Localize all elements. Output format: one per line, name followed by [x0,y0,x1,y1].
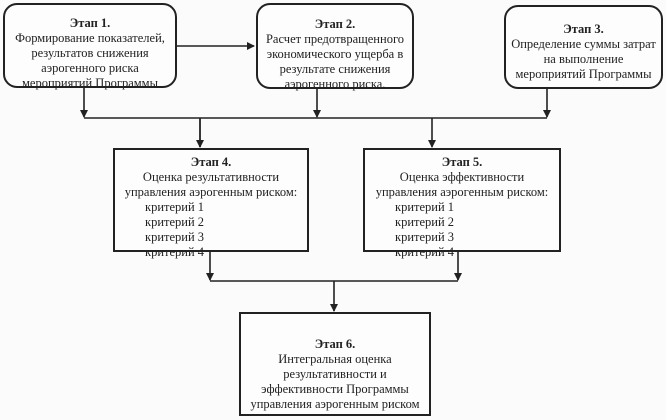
stage-6-box: Этап 6. Интегральная оценка результативн… [239,312,431,416]
stage-5-title: Этап 5. [441,155,483,169]
criterion: критерий 3 [145,230,205,244]
stage-6-line: управления аэрогенным риском [250,397,420,411]
stage-6-line: Интегральная оценка [278,352,392,366]
stage-4-criteria: критерий 1 критерий 2 критерий 3 критери… [115,200,307,260]
stage-2-line: результате снижения [279,62,391,76]
stage-2-line: Расчет предотвращенного [265,32,405,46]
stage-6-title: Этап 6. [314,337,356,351]
stage-1-box: Этап 1. Формирование показателей, резуль… [3,3,177,90]
criterion: критерий 2 [395,215,455,229]
criterion: критерий 1 [145,200,205,214]
stage-1-line: Формирование показателей, [15,31,165,45]
stage-5-criteria: критерий 1 критерий 2 критерий 3 критери… [365,200,559,260]
stage-4-title: Этап 4. [190,155,232,169]
stage-5-line: Оценка эффективности [399,170,525,184]
criterion: критерий 1 [395,200,455,214]
stage-1-line: результатов снижения [31,46,149,60]
criterion: критерий 4 [395,245,455,259]
criterion: критерий 3 [395,230,455,244]
stage-1-line: аэрогенного риска [41,61,139,75]
criterion: критерий 2 [145,215,205,229]
stage-6-line: результативности и [283,367,387,381]
stage-2-line: экономического ущерба в [266,47,404,61]
stage-3-line: мероприятий Программы [515,67,652,81]
criterion: критерий 4 [145,245,205,259]
stage-3-title: Этап 3. [563,22,604,36]
stage-5-line: управления аэрогенным риском: [375,185,549,199]
stage-3-box: Этап 3. Определение суммы затрат на выпо… [504,5,663,89]
stage-2-box: Этап 2. Расчет предотвращенного экономич… [256,3,414,91]
stage-1-line: мероприятий Программы [22,76,158,90]
stage-3-line: на выполнение [543,52,624,66]
stage-4-box: Этап 4. Оценка результативности управлен… [113,148,309,259]
stage-4-line: управления аэрогенным риском: [124,185,298,199]
stage-5-box: Этап 5. Оценка эффективности управления … [363,148,561,259]
stage-6-line: эффективности Программы [261,382,409,396]
stage-3-line: Определение суммы затрат [511,37,656,51]
stage-2-line: аэрогенного риска. [284,77,386,91]
stage-4-line: Оценка результативности [142,170,280,184]
stage-1-title: Этап 1. [69,16,111,30]
stage-2-title: Этап 2. [314,17,356,31]
